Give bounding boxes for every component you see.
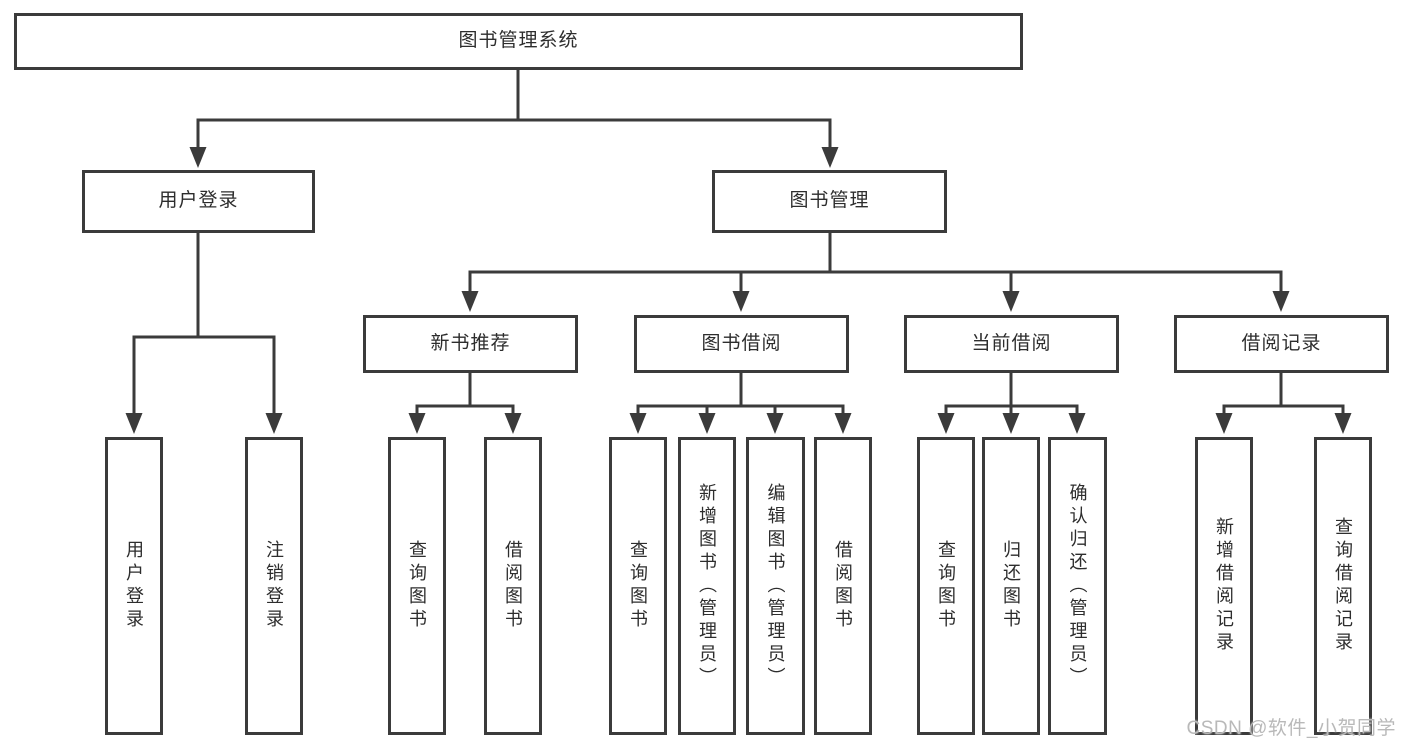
arrowhead <box>461 291 479 312</box>
connector-user-login-branch <box>132 233 276 420</box>
csdn-watermark: CSDN @软件_小贺同学 <box>1186 718 1396 739</box>
connector-current-borrow-branch <box>944 373 1079 420</box>
connector-new-book-branch <box>415 373 515 420</box>
node-book-management: 图书管理 <box>712 170 947 233</box>
arrowhead <box>1068 413 1086 434</box>
arrowhead <box>937 413 955 434</box>
connector-book-borrow-branch <box>636 373 845 420</box>
tree-connectors <box>132 70 1345 420</box>
arrowhead <box>1215 413 1233 434</box>
arrowhead <box>1002 291 1020 312</box>
connector-borrow-records-branch <box>1222 373 1345 420</box>
arrowhead <box>408 413 426 434</box>
leaf-query-book-newrec: 查询图书 <box>388 437 446 735</box>
arrowhead <box>125 413 143 434</box>
node-root: 图书管理系统 <box>14 13 1023 70</box>
leaf-borrow-book-newrec: 借阅图书 <box>484 437 542 735</box>
arrowhead <box>834 413 852 434</box>
leaf-query-book-current: 查询图书 <box>917 437 975 735</box>
leaf-add-borrow-record: 新增借阅记录 <box>1195 437 1253 735</box>
arrowhead <box>1002 413 1020 434</box>
arrowhead <box>766 413 784 434</box>
leaf-add-book-admin: 新增图书（管理员） <box>678 437 736 735</box>
arrowhead <box>629 413 647 434</box>
arrowhead <box>821 147 839 168</box>
node-borrow-records: 借阅记录 <box>1174 315 1389 373</box>
leaf-query-borrow-record: 查询借阅记录 <box>1314 437 1372 735</box>
leaf-logout: 注销登录 <box>245 437 303 735</box>
node-new-book-recommend: 新书推荐 <box>363 315 578 373</box>
arrowhead <box>698 413 716 434</box>
arrowheads <box>125 147 1352 434</box>
node-book-borrow: 图书借阅 <box>634 315 849 373</box>
leaf-return-book: 归还图书 <box>982 437 1040 735</box>
node-current-borrow: 当前借阅 <box>904 315 1119 373</box>
leaf-confirm-return-admin: 确认归还（管理员） <box>1048 437 1107 735</box>
leaf-user-login: 用户登录 <box>105 437 163 735</box>
leaf-borrow-book: 借阅图书 <box>814 437 872 735</box>
arrowhead <box>1272 291 1290 312</box>
connector-root-to-level2 <box>196 70 832 151</box>
arrowhead <box>732 291 750 312</box>
leaf-query-book-borrow: 查询图书 <box>609 437 667 735</box>
arrowhead <box>1334 413 1352 434</box>
arrowhead <box>504 413 522 434</box>
leaf-edit-book-admin: 编辑图书（管理员） <box>746 437 805 735</box>
node-user-login: 用户登录 <box>82 170 315 233</box>
arrowhead <box>265 413 283 434</box>
connector-book-management-branch <box>468 233 1283 297</box>
arrowhead <box>189 147 207 168</box>
